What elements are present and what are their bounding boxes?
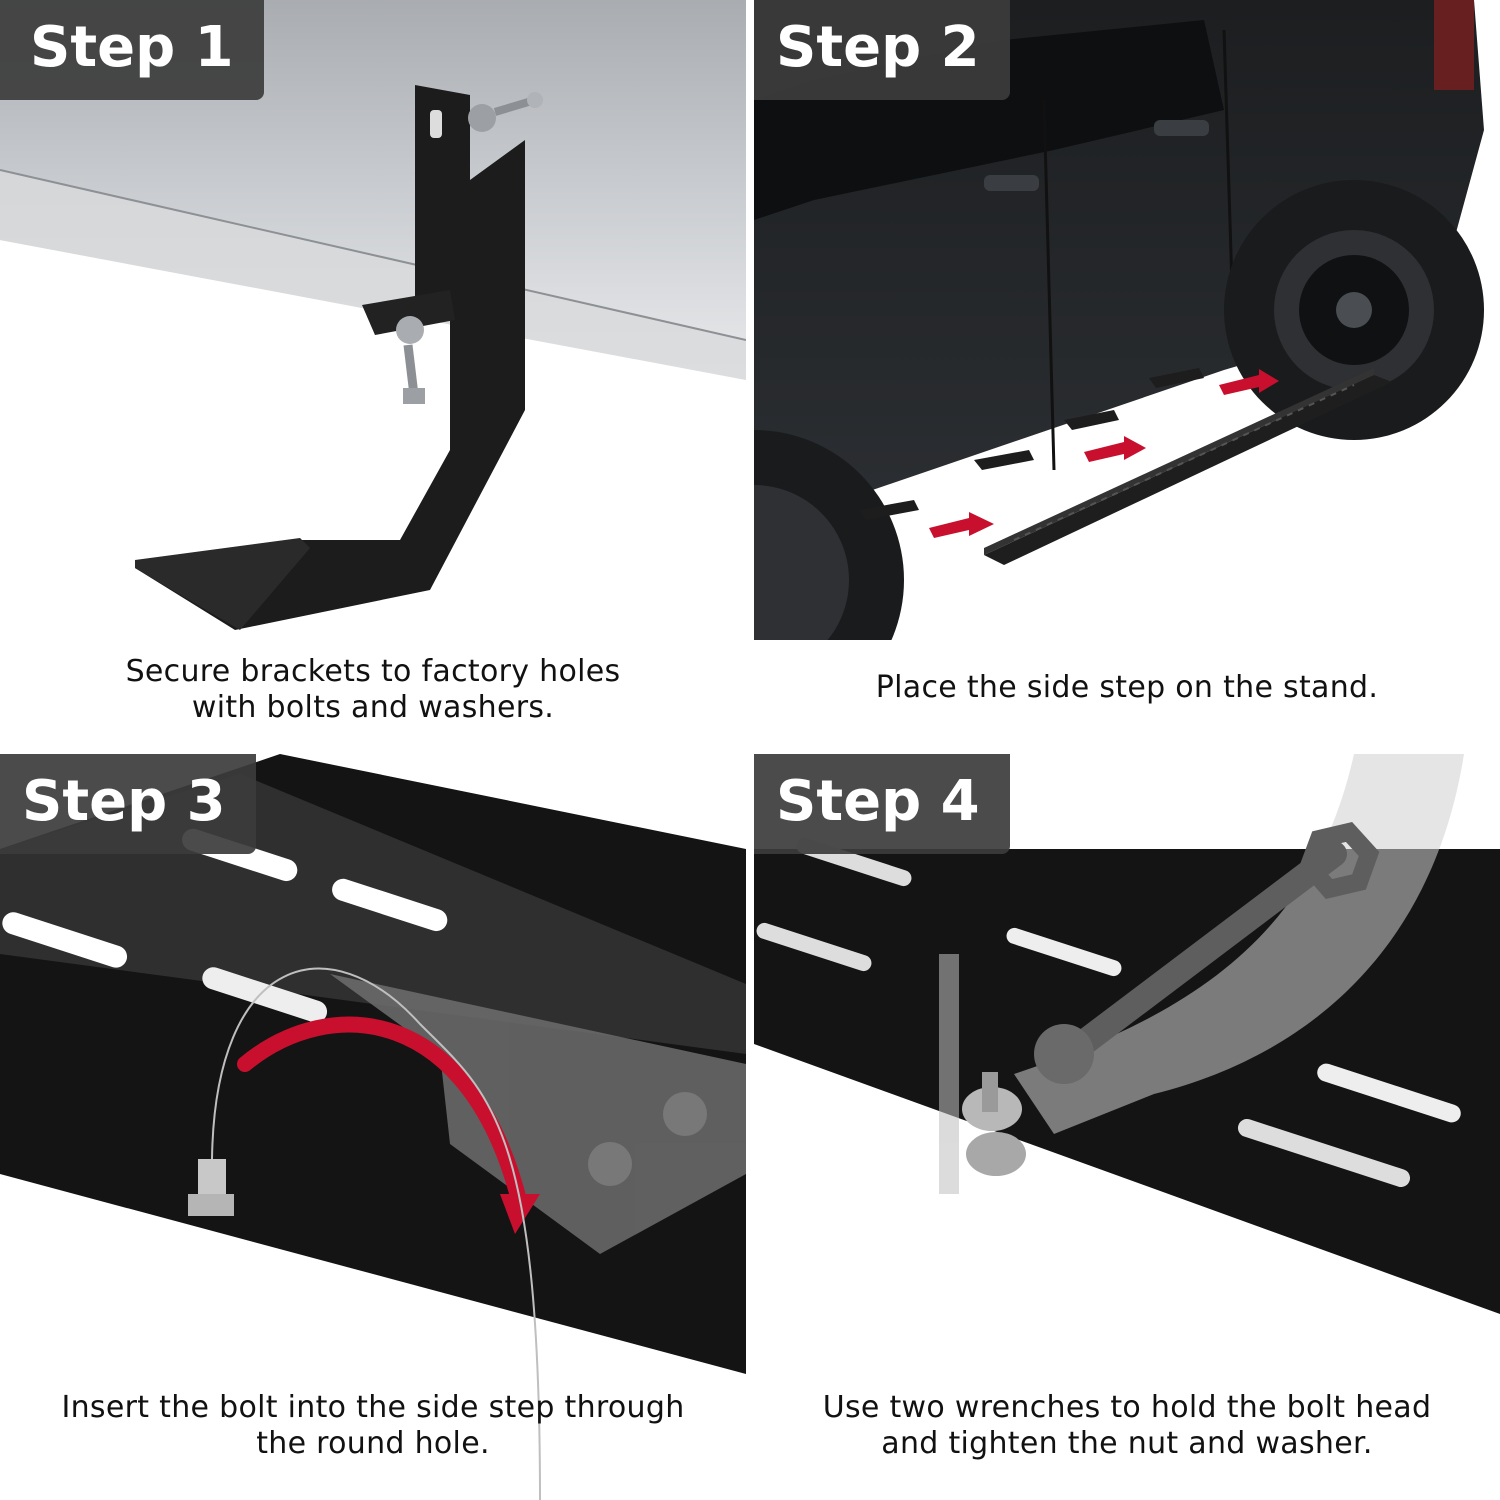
insert-arrow [237, 1016, 528, 1212]
step-4-caption-line-2: and tighten the nut and washer. [881, 1426, 1373, 1461]
horizontal-divider [0, 746, 1500, 754]
running-board [984, 368, 1392, 565]
step-1-label: Step 1 [0, 0, 264, 100]
step-3-caption: Insert the bolt into the side step throu… [0, 1390, 746, 1462]
step-3-panel: Step 3 Insert the bolt into the side ste… [0, 754, 746, 1500]
step-1-caption-line-1: Secure brackets to factory holes [125, 654, 621, 689]
step-4-label: Step 4 [754, 754, 1010, 854]
step-2-caption: Place the side step on the stand. [754, 670, 1500, 706]
step-1-panel: Step 1 Secure brackets to factory holes … [0, 0, 746, 746]
bolt-top [468, 92, 543, 132]
step-1-caption: Secure brackets to factory holes with bo… [0, 654, 746, 726]
frame-bracket [939, 754, 1464, 1194]
bolt-nut-washer [962, 1072, 1026, 1176]
step-4-panel: Step 4 Use two wrenches to hold the bolt… [754, 754, 1500, 1500]
step-2-panel: Step 2 Place the side step on the stand. [754, 0, 1500, 746]
bolt-with-spring [188, 967, 541, 1500]
step-3-illustration [0, 754, 746, 1500]
step-2-caption-line-1: Place the side step on the stand. [875, 670, 1379, 705]
step-2-illustration [754, 0, 1500, 746]
step-1-illustration [0, 0, 746, 630]
step-4-caption-line-1: Use two wrenches to hold the bolt head [822, 1390, 1432, 1425]
step-2-label: Step 2 [754, 0, 1010, 100]
step-3-caption-line-1: Insert the bolt into the side step throu… [61, 1390, 685, 1425]
mounting-bracket [135, 85, 525, 630]
step-1-caption-line-2: with bolts and washers. [191, 690, 555, 725]
wrench [1034, 822, 1380, 1084]
insert-arrow-head [500, 1194, 540, 1234]
step-3-label: Step 3 [0, 754, 256, 854]
step-4-illustration [754, 754, 1500, 1314]
bolt-bottom [396, 316, 425, 404]
step-4-caption: Use two wrenches to hold the bolt head a… [754, 1390, 1500, 1462]
stand-brackets [859, 368, 1204, 520]
direction-arrows [929, 369, 1279, 538]
rear-wheel [1224, 180, 1484, 440]
step-3-caption-line-2: the round hole. [256, 1426, 490, 1461]
